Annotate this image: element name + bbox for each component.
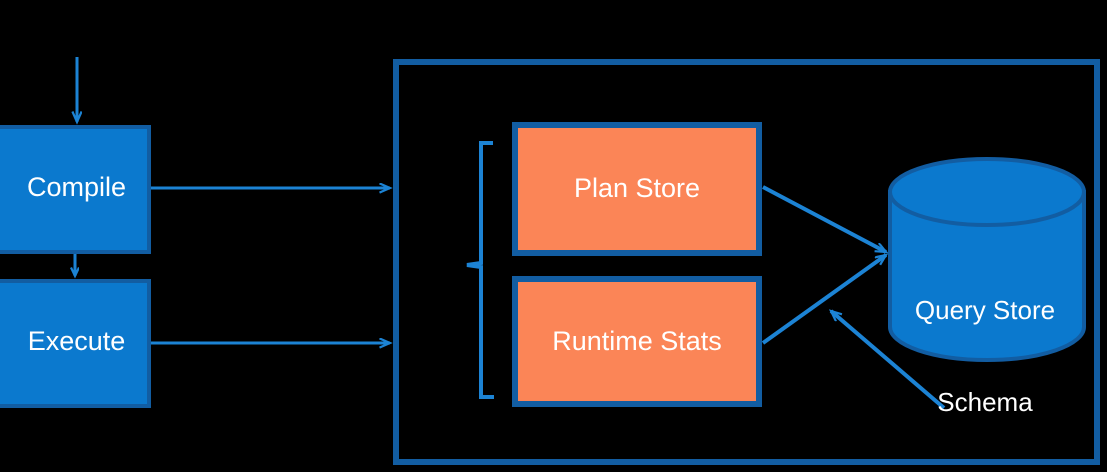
node-runtime-stats[interactable]: [512, 276, 762, 407]
edge-runtime-stats-to-schema: [761, 253, 886, 345]
node-execute[interactable]: [0, 279, 151, 408]
grouping-brace-icon: [466, 141, 494, 399]
edge-plan-store-to-schema: [762, 185, 886, 254]
node-plan-store[interactable]: [512, 122, 762, 256]
node-query-store-schema[interactable]: [888, 157, 1086, 362]
query-store-boundary: [393, 59, 1100, 465]
edge-external-to-schema: [831, 311, 946, 410]
node-compile[interactable]: [0, 125, 151, 254]
